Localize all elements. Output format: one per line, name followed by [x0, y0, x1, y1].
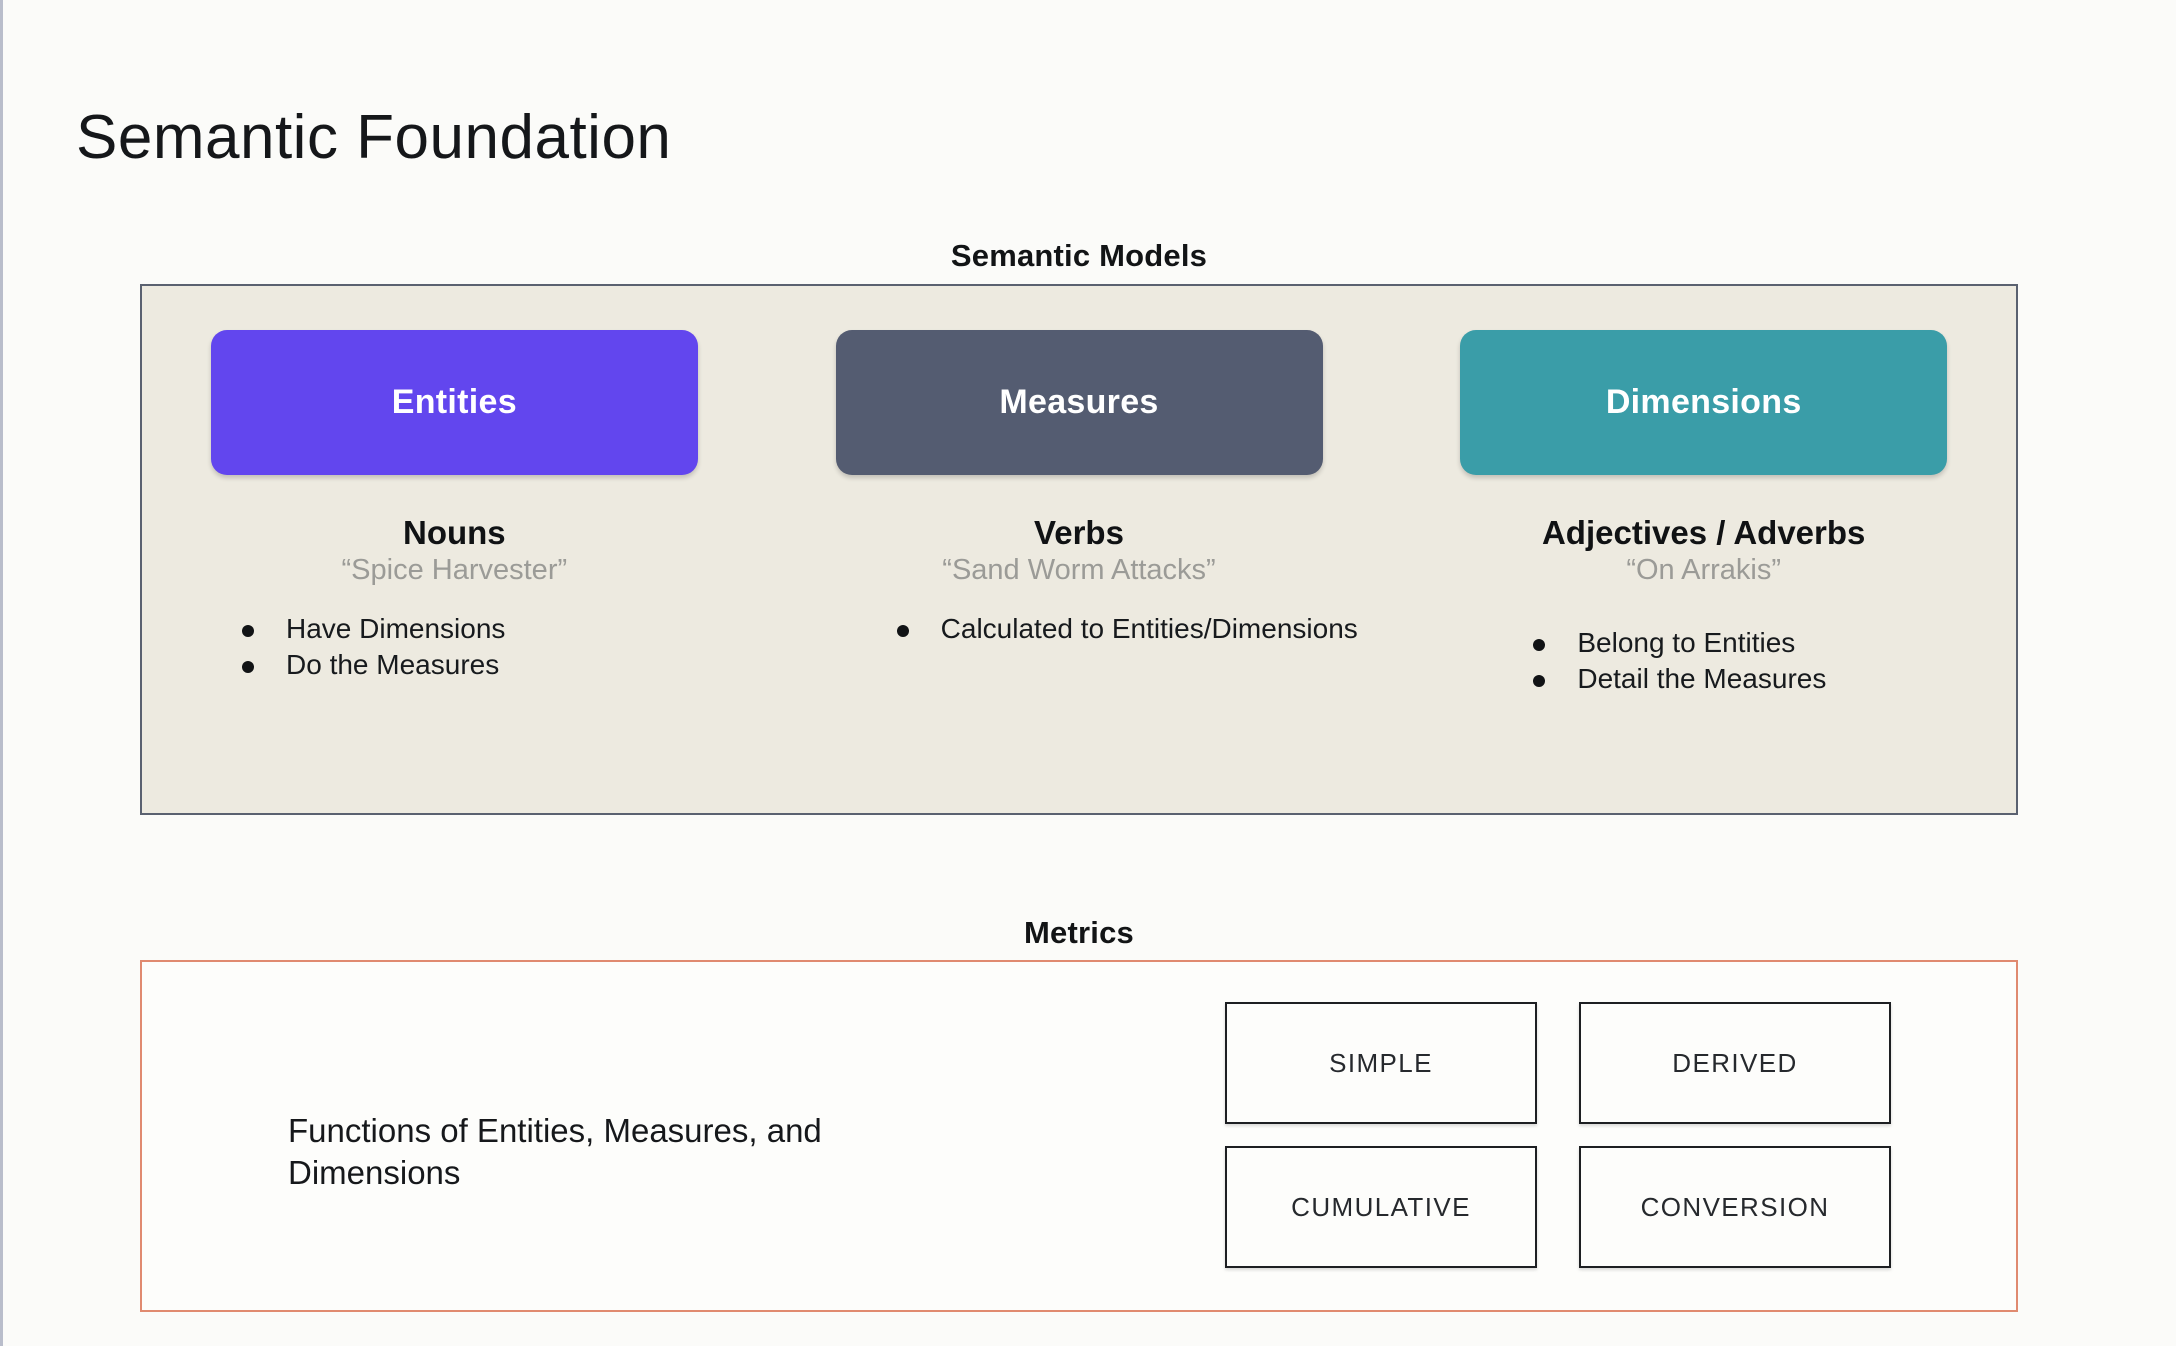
entities-example: “Spice Harvester”	[341, 553, 568, 586]
measures-example: “Sand Worm Attacks”	[942, 553, 1216, 586]
entities-bullet-list: Have Dimensions Do the Measures	[142, 613, 767, 686]
list-item-label: Calculated to Entities/Dimensions	[940, 612, 1358, 644]
list-item-label: Do the Measures	[286, 648, 500, 680]
bullet-dot-icon	[896, 624, 909, 637]
dimensions-bullet-list: Belong to Entities Detail the Measures	[1391, 627, 2016, 700]
slide-left-edge	[0, 0, 3, 1346]
metrics-heading: Metrics	[1024, 915, 1134, 950]
bullet-dot-icon	[242, 624, 254, 637]
page-title: Semantic Foundation	[76, 102, 672, 172]
model-column-entities: Entities Nouns “Spice Harvester” Have Di…	[142, 286, 767, 813]
list-item-label: Detail the Measures	[1577, 662, 1827, 694]
bullet-dot-icon	[1533, 638, 1546, 651]
dimensions-chip[interactable]: Dimensions	[1460, 330, 1948, 475]
bullet-dot-icon	[242, 660, 254, 673]
metric-type-derived[interactable]: DERIVED	[1579, 1002, 1891, 1124]
metric-type-cumulative[interactable]: CUMULATIVE	[1225, 1146, 1537, 1268]
metric-type-grid: SIMPLE DERIVED CUMULATIVE CONVERSION	[1225, 1002, 1891, 1268]
list-item: Calculated to Entities/Dimensions	[833, 613, 1392, 644]
bullet-dot-icon	[1533, 674, 1546, 687]
metric-type-conversion[interactable]: CONVERSION	[1579, 1146, 1891, 1268]
semantic-models-heading: Semantic Models	[950, 238, 1208, 273]
entities-part-of-speech: Nouns	[403, 514, 506, 551]
list-item-label: Have Dimensions	[286, 612, 506, 644]
list-item: Belong to Entities	[1469, 627, 2016, 658]
measures-bullet-list: Calculated to Entities/Dimensions	[767, 613, 1392, 649]
model-column-dimensions: Dimensions Adjectives / Adverbs “On Arra…	[1391, 286, 2016, 813]
list-item: Have Dimensions	[178, 613, 767, 644]
list-item-label: Belong to Entities	[1577, 626, 1796, 658]
metrics-panel: Functions of Entities, Measures, and Dim…	[140, 960, 2018, 1312]
measures-chip[interactable]: Measures	[835, 330, 1323, 475]
dimensions-part-of-speech: Adjectives / Adverbs	[1541, 514, 1866, 551]
model-column-measures: Measures Verbs “Sand Worm Attacks” Calcu…	[767, 286, 1392, 813]
semantic-models-grid: Entities Nouns “Spice Harvester” Have Di…	[142, 286, 2016, 813]
list-item: Detail the Measures	[1469, 663, 2016, 694]
dimensions-example: “On Arrakis”	[1626, 553, 1782, 586]
semantic-models-panel: Entities Nouns “Spice Harvester” Have Di…	[140, 284, 2018, 815]
metrics-description: Functions of Entities, Measures, and Dim…	[288, 1112, 822, 1192]
entities-chip[interactable]: Entities	[210, 330, 698, 475]
measures-part-of-speech: Verbs	[1034, 514, 1124, 551]
metric-type-simple[interactable]: SIMPLE	[1225, 1002, 1537, 1124]
list-item: Do the Measures	[178, 649, 767, 680]
